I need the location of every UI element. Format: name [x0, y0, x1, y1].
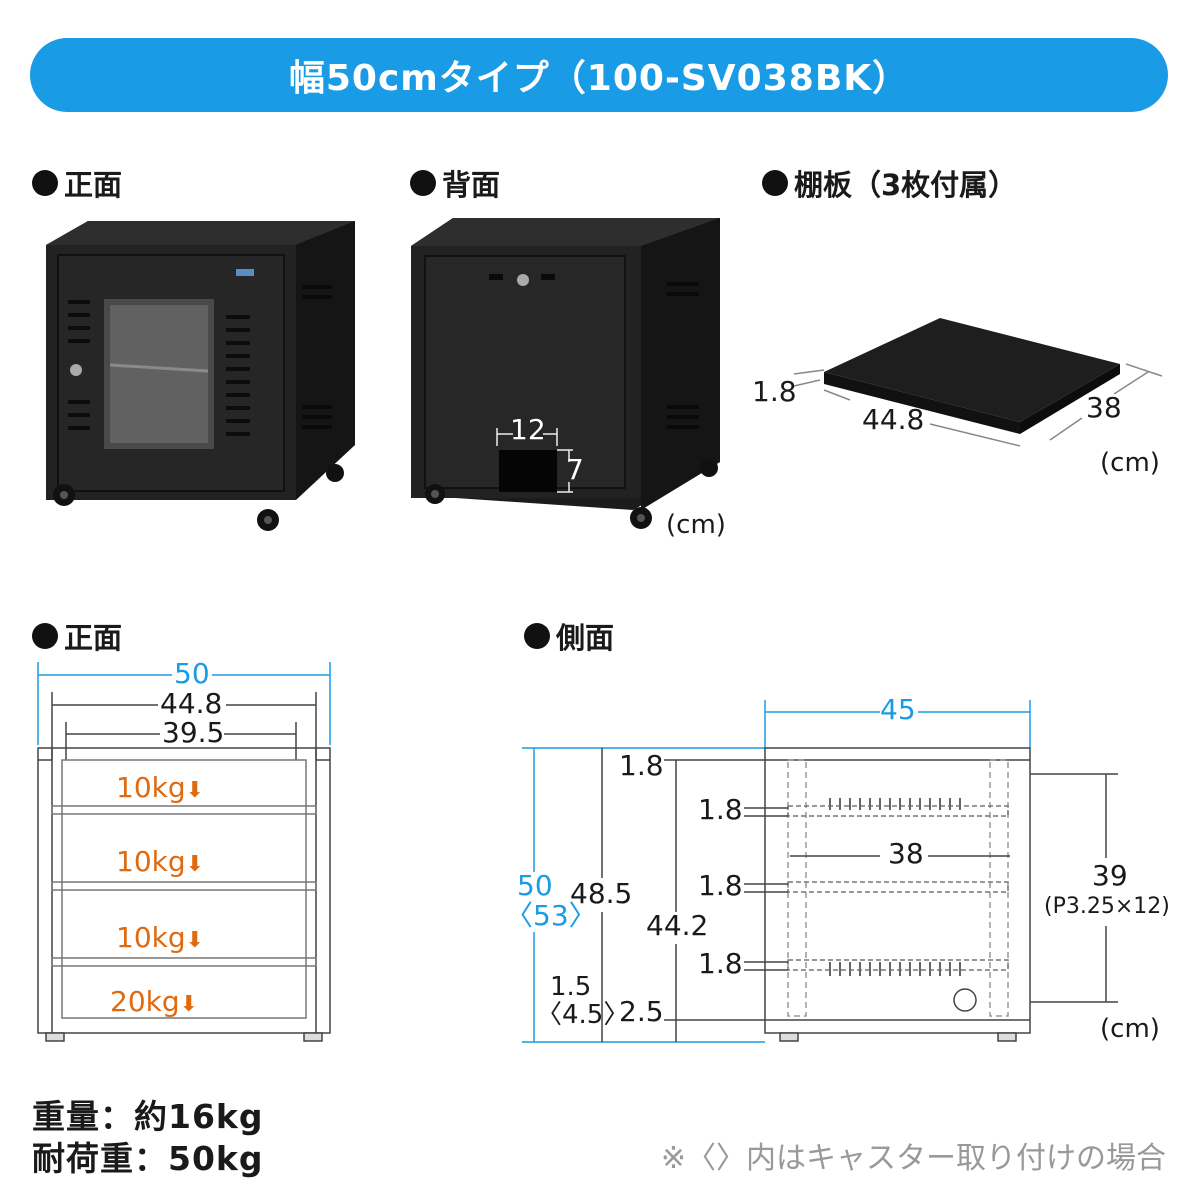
shelf-unit-label: (cm) [1100, 448, 1160, 478]
side-shelf-thickness-2: 1.8 [698, 869, 743, 902]
back-cutout-height-label: 7 [566, 453, 584, 486]
heading-front-diagram-label: 正面 [64, 621, 123, 655]
heading-front-photo-label: 正面 [64, 168, 123, 202]
heading-side-diagram: 側面 [524, 615, 614, 657]
load-value-1: 10kg [116, 771, 186, 804]
heading-front-photo: 正面 [32, 162, 122, 204]
front-inner-width-label: 44.8 [160, 687, 223, 720]
caster-footnote: ※〈〉内はキャスター取り付けの場合 [660, 1141, 1166, 1176]
shelf-width-label: 44.8 [862, 403, 925, 436]
load-value-4: 20kg [110, 985, 180, 1018]
front-shelf-width-label: 39.5 [162, 716, 225, 749]
cabinet-front-photo [46, 221, 355, 531]
side-rail-height-label: 44.2 [646, 909, 709, 942]
load-value-3: 10kg [116, 921, 186, 954]
front-outer-width-label: 50 [174, 657, 210, 690]
side-unit-label: (cm) [1100, 1014, 1160, 1044]
heading-shelf-photo-label: 棚板（3枚付属） [794, 168, 1018, 202]
side-bottom-clearance-caster-label: 〈4.5〉 [536, 1000, 630, 1030]
bullet-icon [524, 623, 550, 649]
load-label-3: 10kg⬇ [116, 924, 204, 952]
side-shelf-thickness-3: 1.8 [698, 947, 743, 980]
heading-front-diagram: 正面 [32, 615, 122, 657]
load-value-2: 10kg [116, 845, 186, 878]
back-unit-label: (cm) [666, 510, 726, 540]
down-arrow-icon: ⬇ [185, 928, 205, 953]
side-height-label: 50 [517, 869, 553, 902]
side-inner-height-label: 48.5 [570, 877, 633, 910]
down-arrow-icon: ⬇ [185, 778, 205, 803]
side-bottom-gap-label: 2.5 [619, 995, 664, 1028]
back-cutout-width-label: 12 [510, 413, 546, 446]
heading-back-photo-label: 背面 [442, 168, 501, 202]
cabinet-back-photo [411, 218, 720, 529]
bullet-icon [32, 623, 58, 649]
shelf-photo [793, 318, 1163, 447]
side-depth-label: 45 [880, 693, 916, 726]
heading-back-photo: 背面 [410, 162, 500, 204]
banner-title: 幅50cmタイプ（100-SV038BK） [288, 58, 910, 99]
shelf-depth-label: 38 [1086, 391, 1122, 424]
side-shelf-depth-label: 38 [888, 837, 924, 870]
load-label-1: 10kg⬇ [116, 774, 204, 802]
shelf-thickness-label: 1.8 [752, 375, 797, 408]
model-title-banner: 幅50cmタイプ（100-SV038BK） [30, 38, 1168, 112]
heading-side-diagram-label: 側面 [556, 621, 615, 655]
bullet-icon [762, 170, 788, 196]
load-label-2: 10kg⬇ [116, 848, 204, 876]
side-pitch-note-label: (P3.25×12) [1044, 894, 1170, 919]
load-label-4: 20kg⬇ [110, 988, 198, 1016]
side-bottom-clearance-label: 1.5 [550, 972, 592, 1002]
down-arrow-icon: ⬇ [179, 992, 199, 1017]
side-height-caster-label: 〈53〉 [505, 899, 597, 932]
side-top-thickness-label: 1.8 [619, 749, 664, 782]
heading-shelf-photo: 棚板（3枚付属） [762, 162, 1017, 204]
side-shelf-thickness-1: 1.8 [698, 793, 743, 826]
spec-load-capacity: 耐荷重：50kg [32, 1139, 264, 1178]
down-arrow-icon: ⬇ [185, 852, 205, 877]
bullet-icon [410, 170, 436, 196]
bullet-icon [32, 170, 58, 196]
side-pitch-height-label: 39 [1092, 859, 1128, 892]
spec-weight: 重量：約16kg [32, 1097, 264, 1136]
